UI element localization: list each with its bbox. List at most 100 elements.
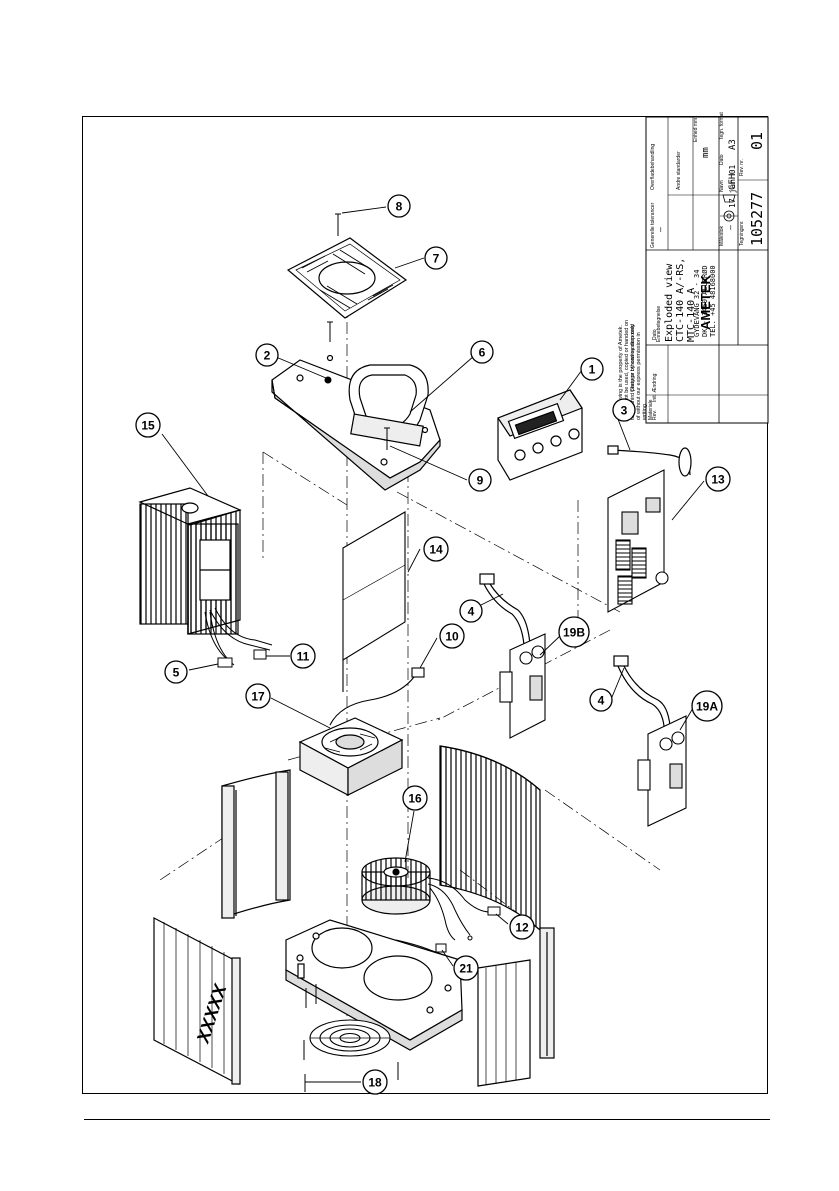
part-6-top-housing <box>271 354 441 491</box>
scale-label: Målestok <box>718 225 725 246</box>
grille-screw <box>327 321 333 342</box>
cad-note: Change by cad-system only <box>630 324 636 392</box>
company-logo: AMETEK <box>698 275 713 331</box>
svg-text:9: 9 <box>477 474 484 488</box>
callout-6: 6 <box>470 340 494 364</box>
callout-13: 13 <box>705 466 731 492</box>
svg-text:17: 17 <box>251 690 265 704</box>
part-7-top-grille <box>286 237 408 319</box>
callout-14: 14 <box>423 536 449 562</box>
svg-text:19B: 19B <box>563 626 585 640</box>
rev-col-rev: Rev. <box>652 410 658 420</box>
rear-finned-panel <box>439 745 541 932</box>
rev-col-date: Dato <box>652 329 658 340</box>
part-4-cable-lower <box>613 655 671 727</box>
front-panel <box>153 917 241 1085</box>
svg-text:11: 11 <box>297 650 310 664</box>
svg-text:14: 14 <box>429 543 443 557</box>
part-10-cable <box>329 667 425 726</box>
name-label: Navn <box>719 180 725 192</box>
doc-type-label: Ennebetegnelse <box>656 306 662 342</box>
copyright-line-2: It must not be used, copied or handed on <box>624 320 630 420</box>
general-tolerance-value: — <box>656 227 665 232</box>
callout-5: 5 <box>164 660 188 684</box>
part-14-insulation-sheet <box>342 511 406 692</box>
revision-number: 01 <box>748 132 766 150</box>
part-18-screws <box>303 1040 399 1092</box>
callout-16: 16 <box>402 785 428 811</box>
svg-text:15: 15 <box>141 419 155 433</box>
other-standards-label: Andre standarder <box>676 151 682 190</box>
callout-19b: 19B <box>558 616 590 648</box>
part-3-cable <box>607 445 692 477</box>
address-line-3: TEL. +45 48168000 <box>709 265 717 337</box>
left-side-panel <box>221 769 291 919</box>
drawing-no-label: Tegningsnr. <box>739 220 745 246</box>
part-8-screw <box>335 213 341 236</box>
copyright-line-1: This drawing is the property of Ametek. <box>618 324 624 420</box>
drawing-number: 105277 <box>748 192 766 246</box>
part-4-cable-upper <box>479 573 531 646</box>
callout-17: 17 <box>245 683 271 709</box>
copyright-line-5: writing. <box>642 402 648 421</box>
address-line-2: DK - 3450 ALLERØD <box>701 265 709 337</box>
right-front-panel <box>477 927 555 1087</box>
date-label: Dato <box>719 154 725 165</box>
callout-7: 7 <box>424 246 448 270</box>
leader-lines <box>161 206 705 1083</box>
drawing-frame <box>82 116 768 1094</box>
svg-text:6: 6 <box>479 346 486 360</box>
part-2-screw <box>324 376 332 384</box>
unit-label: Enhed mm <box>693 118 699 142</box>
rev-col-change: Init. Ændring <box>652 373 658 402</box>
svg-text:18: 18 <box>368 1076 382 1090</box>
callout-8: 8 <box>387 194 411 218</box>
callout-18: 18 <box>362 1069 388 1095</box>
format-value: A3 <box>728 139 738 150</box>
svg-text:2: 2 <box>264 349 271 363</box>
svg-text:3: 3 <box>621 404 628 418</box>
svg-text:4: 4 <box>598 694 605 708</box>
part-9-screw <box>384 427 390 450</box>
part-19b-socket-panel <box>499 633 546 739</box>
callout-19a: 19A <box>691 690 723 722</box>
drawing-title-line-2: CTC-140 A/-RS, <box>675 258 686 342</box>
svg-text:5: 5 <box>173 666 180 680</box>
svg-text:13: 13 <box>711 473 725 487</box>
format-label: Tegn. format <box>719 112 725 140</box>
drafter-name: CFH <box>728 174 738 190</box>
part-5-connector <box>217 657 233 668</box>
svg-text:1: 1 <box>589 363 596 377</box>
callout-12: 12 <box>509 914 535 940</box>
callout-4-lower: 4 <box>589 688 613 712</box>
svg-text:21: 21 <box>459 962 473 976</box>
part-19a-socket-panel <box>637 715 687 827</box>
unit-value: mm <box>701 147 711 158</box>
svg-text:8: 8 <box>396 200 403 214</box>
base-screws <box>305 984 317 1008</box>
part-16-transformer <box>361 857 431 915</box>
material-label: Materiale <box>648 399 654 420</box>
callout-21: 21 <box>453 955 479 981</box>
base-plate <box>285 919 463 1051</box>
callout-3: 3 <box>612 398 636 422</box>
scale-value: — <box>726 225 735 230</box>
callout-4-upper: 4 <box>459 599 483 623</box>
projection-symbol-icon <box>720 194 738 222</box>
callout-2: 2 <box>255 343 279 367</box>
part-15-heatsink <box>138 487 242 635</box>
drawing-title-line-3: MTC-140 A <box>686 288 697 342</box>
surface-label: Overfladebehandling <box>650 144 656 190</box>
part-12-cables <box>427 877 501 941</box>
footer-rule <box>84 1119 770 1120</box>
callout-10: 10 <box>439 623 465 649</box>
svg-text:12: 12 <box>515 921 529 935</box>
svg-text:16: 16 <box>408 792 422 806</box>
address-line-1: GYDEVANG 32 - 34 <box>693 270 701 337</box>
bottom-grille <box>309 1019 391 1057</box>
copyright-line-3: to any third party or otherwise disposed <box>630 324 636 420</box>
drawing-date: 17 jan 01 <box>728 164 737 208</box>
part-13-circuit-board <box>607 469 669 613</box>
drawing-title-line-1: Exploded view <box>664 263 675 342</box>
